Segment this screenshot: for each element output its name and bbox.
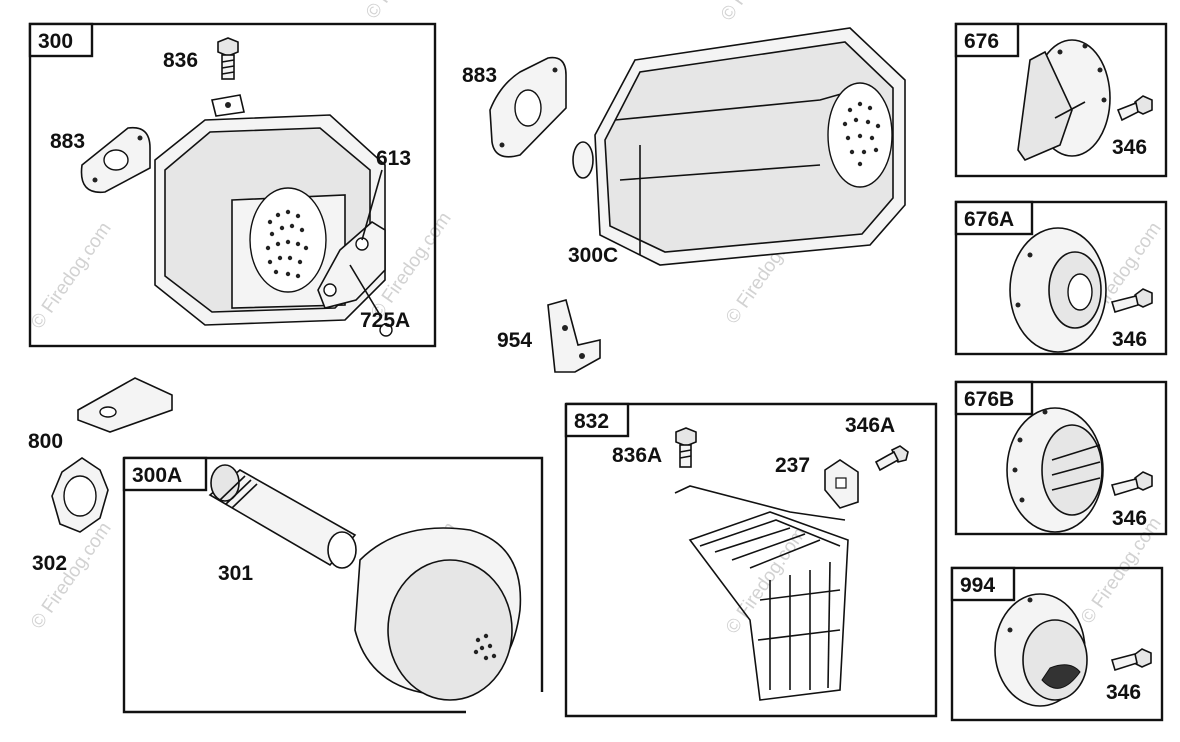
perforations [265, 209, 309, 279]
box-300: 300 [28, 22, 437, 348]
label-954: 954 [497, 329, 532, 352]
bracket-954 [547, 299, 601, 373]
watermark: © Firedog.com [717, 0, 806, 25]
screw-836 [217, 37, 239, 80]
guard-832 [674, 485, 849, 701]
bracket-613 [317, 169, 386, 309]
nut-302 [51, 457, 109, 533]
label-346: 346 [1112, 136, 1147, 159]
box-label-832: 832 [574, 410, 609, 433]
plate-800 [77, 377, 173, 433]
label-725A: 725A [360, 309, 410, 332]
deflector-676 [1017, 39, 1111, 161]
label-883: 883 [462, 64, 497, 87]
box-300A: 300A [122, 456, 544, 714]
watermark: © Firedog.com [1077, 514, 1166, 628]
box-676: 676 [954, 22, 1168, 178]
label-301: 301 [218, 562, 253, 585]
label-613: 613 [376, 147, 411, 170]
watermark: © Firedog.com [27, 519, 116, 633]
box-994: 994 [950, 566, 1164, 722]
watermark: © Firedog.com [27, 219, 116, 333]
label-346: 346 [1112, 507, 1147, 530]
muffler-300A [354, 527, 522, 701]
box-label-676A: 676A [964, 208, 1014, 231]
screw-346 [1110, 471, 1153, 496]
label-836A: 836A [612, 444, 662, 467]
label-836: 836 [163, 49, 198, 72]
watermark: © Firedog.com [362, 0, 451, 23]
label-302: 302 [32, 552, 67, 575]
box-label-300A: 300A [132, 464, 182, 487]
screw-836A [675, 427, 697, 468]
deflector-676A [1009, 227, 1107, 353]
label-346: 346 [1112, 328, 1147, 351]
clip-237 [824, 459, 859, 509]
box-label-676B: 676B [964, 388, 1014, 411]
label-300C: 300C [568, 244, 618, 267]
screw-346 [1110, 648, 1152, 672]
box-832: 832 [564, 402, 938, 718]
muffler-300C [572, 27, 906, 266]
gasket-883-left [80, 126, 151, 194]
label-346A: 346A [845, 414, 895, 437]
label-346: 346 [1106, 681, 1141, 704]
screw-346 [1116, 95, 1153, 122]
label-883: 883 [50, 130, 85, 153]
screw-346A [874, 445, 909, 472]
box-label-300: 300 [38, 30, 73, 53]
box-676A: 676A [954, 200, 1168, 356]
deflector-676B [1006, 407, 1104, 533]
gasket-883-center [489, 56, 567, 158]
box-676B: 676B [954, 380, 1168, 536]
label-237: 237 [775, 454, 810, 477]
deflector-994 [994, 593, 1088, 707]
pipe-301 [208, 464, 357, 569]
box-label-994: 994 [960, 574, 995, 597]
watermark: © Firedog.com [722, 524, 811, 638]
screw-346 [1110, 288, 1153, 313]
label-800: 800 [28, 430, 63, 453]
box-label-676: 676 [964, 30, 999, 53]
